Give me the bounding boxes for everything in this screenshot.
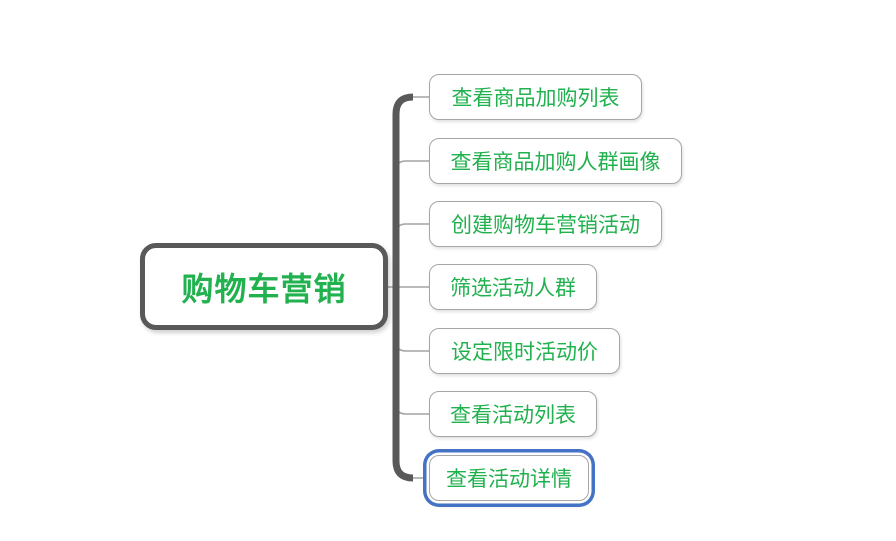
subtopic-create-cart-marketing-campaign[interactable]: 创建购物车营销活动 — [429, 201, 662, 247]
subtopic-label: 查看活动详情 — [446, 467, 572, 491]
trunk-line — [392, 93, 414, 482]
subtopic-label: 查看商品加购列表 — [451, 86, 620, 110]
subtopic-filter-campaign-audience[interactable]: 筛选活动人群 — [429, 264, 597, 310]
subtopic-label: 筛选活动人群 — [450, 276, 576, 300]
subtopic-label: 查看活动列表 — [450, 403, 576, 427]
subtopic-set-limited-time-price[interactable]: 设定限时活动价 — [429, 328, 620, 374]
branch-line-6 — [395, 403, 430, 415]
branch-line-3 — [395, 223, 430, 235]
subtopic-label: 创建购物车营销活动 — [451, 213, 640, 237]
subtopic-view-product-cart-audience-profile[interactable]: 查看商品加购人群画像 — [429, 138, 682, 184]
branch-line-2 — [395, 160, 430, 172]
subtopic-label: 查看商品加购人群画像 — [450, 150, 661, 174]
subtopic-view-campaign-detail[interactable]: 查看活动详情 — [429, 455, 589, 501]
root-topic-label: 购物车营销 — [181, 270, 347, 307]
subtopic-view-product-cart-additions-list[interactable]: 查看商品加购列表 — [429, 74, 642, 120]
branch-line-5 — [395, 340, 430, 352]
subtopic-view-campaign-list[interactable]: 查看活动列表 — [429, 391, 597, 437]
root-topic-cart-marketing[interactable]: 购物车营销 — [140, 243, 388, 330]
subtopic-label: 设定限时活动价 — [451, 340, 598, 364]
